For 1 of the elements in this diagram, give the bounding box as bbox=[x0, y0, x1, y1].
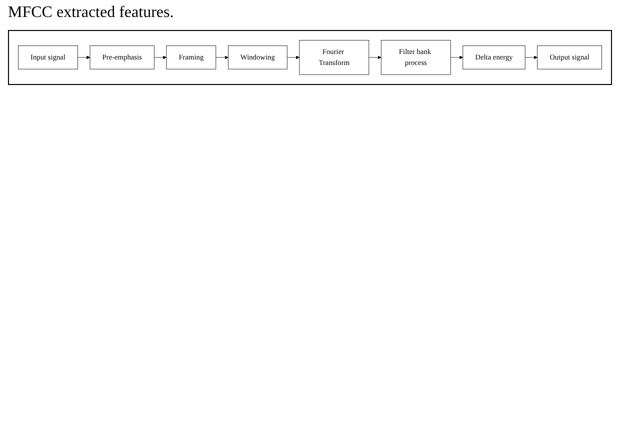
caption-text: MFCC extracted features. bbox=[8, 4, 175, 22]
